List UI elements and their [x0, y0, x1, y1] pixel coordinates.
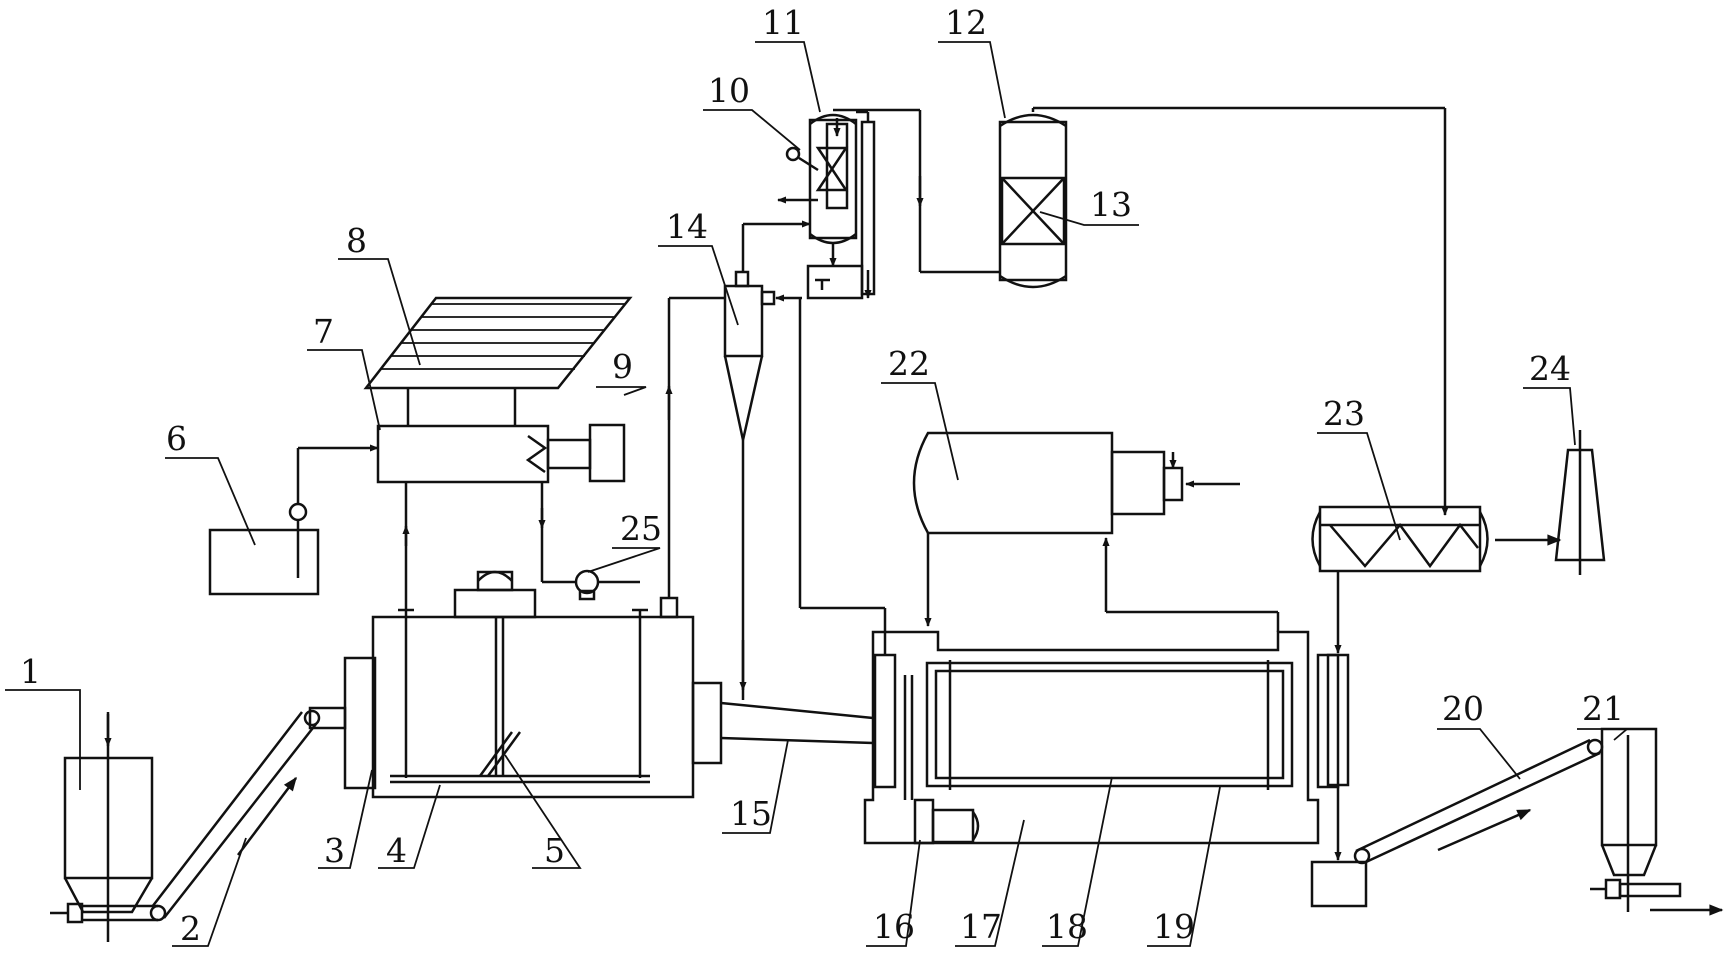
- label-16: 16: [873, 907, 915, 946]
- number-labels: 1 2 3 4 5 6 7 8 9 10 11 12 13 14 15 16 1…: [20, 3, 1624, 948]
- label-23: 23: [1323, 394, 1365, 433]
- rotary-furnace: [798, 298, 1340, 845]
- label-22: 22: [888, 344, 930, 383]
- label-8: 8: [346, 221, 367, 260]
- purification-tower: [916, 106, 1449, 516]
- pump: [574, 569, 640, 601]
- label-1: 1: [20, 652, 41, 691]
- heat-exchanger: [376, 423, 626, 610]
- label-9: 9: [612, 347, 633, 386]
- label-25: 25: [620, 509, 662, 548]
- air-blower: [912, 431, 1280, 632]
- label-20: 20: [1442, 689, 1484, 728]
- label-18: 18: [1046, 907, 1088, 946]
- label-15: 15: [730, 794, 772, 833]
- label-4: 4: [386, 831, 407, 870]
- discharge-box: [1310, 653, 1368, 908]
- leader-lines: [5, 41, 1630, 947]
- condenser: [777, 108, 920, 300]
- water-tank: [208, 444, 379, 596]
- label-13: 13: [1090, 185, 1132, 224]
- reactor-tank: [343, 570, 723, 799]
- solar-panel: [363, 296, 633, 426]
- discharge-conveyor: [1353, 738, 1604, 865]
- label-11: 11: [762, 3, 804, 42]
- label-24: 24: [1529, 349, 1571, 388]
- label-7: 7: [313, 312, 334, 351]
- chimney: [1554, 430, 1606, 575]
- label-14: 14: [666, 207, 708, 246]
- label-6: 6: [166, 419, 187, 458]
- feed-tube: [720, 701, 874, 745]
- label-17: 17: [960, 907, 1002, 946]
- product-silo: [1590, 727, 1724, 916]
- label-5: 5: [544, 831, 565, 870]
- label-12: 12: [945, 3, 987, 42]
- screw-conveyor: [1311, 505, 1562, 654]
- label-10: 10: [708, 71, 750, 110]
- cyclone-separator: [665, 220, 811, 700]
- label-2: 2: [180, 909, 201, 948]
- label-3: 3: [324, 831, 345, 870]
- label-21: 21: [1582, 689, 1624, 728]
- feed-hopper: [50, 712, 154, 942]
- inclined-conveyor: [82, 706, 347, 922]
- label-19: 19: [1153, 907, 1195, 946]
